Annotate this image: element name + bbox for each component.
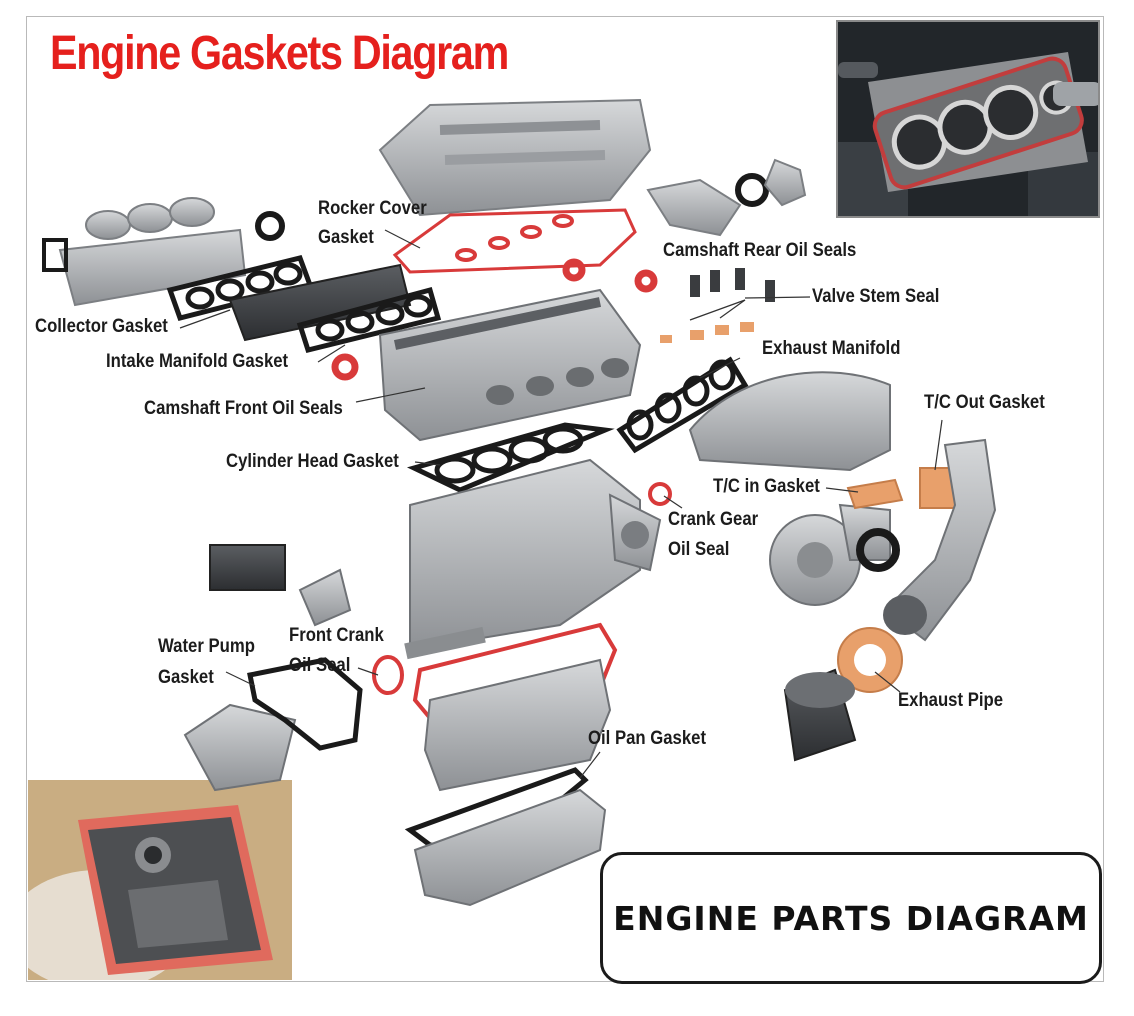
housing-gasket-photo-art (28, 780, 292, 980)
leader-lines (179, 229, 943, 779)
label-rocker-cover-gasket: Gasket (318, 227, 374, 248)
turbocharger (769, 503, 900, 606)
spark-plug-seals (455, 214, 574, 262)
water-pump (183, 544, 352, 792)
cylinder-head (378, 288, 642, 442)
head-gasket-photo (836, 20, 1100, 218)
label-exhaust-pipe: Exhaust Pipe (898, 690, 1004, 711)
housing-gasket-photo (28, 780, 292, 980)
exhaust-pipe (783, 668, 857, 762)
engine-block (404, 458, 662, 660)
tc-in-gasket (846, 478, 904, 510)
label-front-crank-oil-seal: Oil Seal (289, 655, 351, 676)
rocker-cover-gasket (392, 208, 637, 274)
bedplate (423, 658, 612, 792)
intake-collector (42, 197, 285, 307)
label-crank-gear: Crank Gear (668, 509, 759, 530)
label-rocker-cover: Rocker Cover (318, 198, 427, 219)
exhaust-pipe-gasket (837, 627, 903, 693)
label-valve-stem-seal: Valve Stem Seal (812, 286, 940, 307)
engine-parts-badge: ENGINE PARTS DIAGRAM (600, 852, 1102, 984)
label-crank-gear-oil-seal: Oil Seal (668, 539, 730, 560)
intake-manifold-gasket (296, 286, 442, 353)
front-crank-oil-seal (372, 655, 404, 695)
label-intake-manifold-gasket: Intake Manifold Gasket (106, 351, 289, 372)
label-tc-in-gasket: T/C in Gasket (713, 476, 820, 497)
water-pump-gasket (247, 657, 363, 751)
label-oil-pan-gasket: Oil Pan Gasket (588, 728, 707, 749)
page-title: Engine Gaskets Diagram (50, 27, 509, 80)
label-exhaust-manifold: Exhaust Manifold (762, 338, 901, 359)
valves (660, 268, 775, 343)
label-water-pump: Water Pump (158, 636, 255, 657)
label-water-pump-gasket: Gasket (158, 667, 214, 688)
diagram-frame (26, 16, 1104, 982)
intake-manifold (228, 263, 412, 342)
head-gasket-photo-art (838, 22, 1098, 216)
label-camshaft-front-oil-seals: Camshaft Front Oil Seals (144, 398, 343, 419)
label-tc-out-gasket: T/C Out Gasket (924, 392, 1045, 413)
label-collector-gasket: Collector Gasket (35, 316, 168, 337)
camshaft-oil-seals (331, 258, 658, 398)
oil-pan (413, 788, 607, 907)
label-front-crank: Front Crank (289, 625, 384, 646)
label-camshaft-rear-oil-seals: Camshaft Rear Oil Seals (663, 240, 857, 261)
exhaust-manifold (688, 371, 891, 472)
rocker-cover (378, 98, 652, 217)
crank-gear-oil-seal (648, 482, 672, 506)
cylinder-head-gasket (406, 422, 615, 493)
label-cylinder-head-gasket: Cylinder Head Gasket (226, 451, 399, 472)
badge-text: ENGINE PARTS DIAGRAM (613, 898, 1089, 938)
exhaust-manifold-gasket (616, 356, 749, 454)
camshaft-rear-bracket (646, 158, 807, 237)
tc-out-pipe (883, 438, 997, 642)
